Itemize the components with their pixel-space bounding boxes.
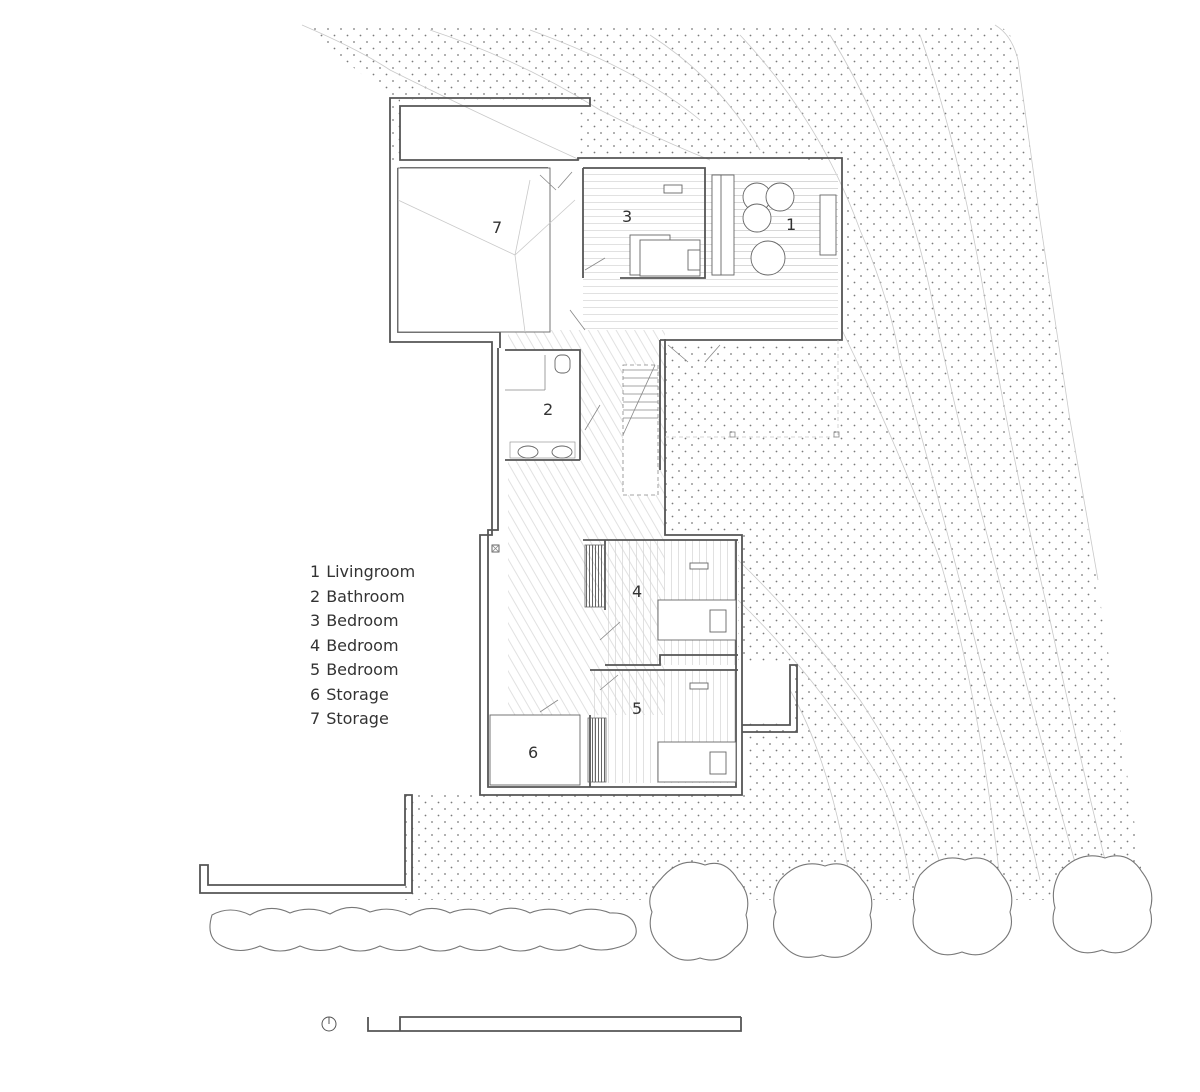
legend-number: 6 <box>310 684 321 704</box>
legend-label: Bedroom <box>326 611 399 630</box>
legend-number: 3 <box>310 611 321 630</box>
scale-bar-icon <box>367 1016 742 1032</box>
room-label-1: 1 <box>786 215 796 234</box>
room-label-4: 4 <box>632 582 642 601</box>
legend-item: 3 Bedroom <box>310 609 415 634</box>
garden-terrain <box>301 24 1145 900</box>
legend-item: 5 Bedroom <box>310 658 415 683</box>
boundary-wall <box>199 794 413 894</box>
legend-item: 1 Livingroom <box>310 560 415 585</box>
legend-number: 2 <box>310 586 321 606</box>
hedge-icon <box>209 906 637 952</box>
room-label-5: 5 <box>632 699 642 718</box>
legend-item: 7 Storage <box>310 707 415 732</box>
staircase <box>622 364 659 496</box>
legend-label: Bathroom <box>326 586 405 606</box>
north-arrow-icon <box>321 1016 337 1032</box>
building: 7 3 1 2 <box>389 97 843 796</box>
room-label-2: 2 <box>543 400 553 419</box>
legend-label: Storage <box>326 684 389 704</box>
legend-label: Storage <box>326 709 389 728</box>
legend-number: 4 <box>310 635 321 655</box>
tree-icon <box>649 855 1153 961</box>
legend-number: 5 <box>310 660 321 679</box>
legend-label: Bedroom <box>326 635 399 655</box>
room-label-6: 6 <box>528 743 538 762</box>
legend-number: 7 <box>310 709 321 728</box>
room-label-7: 7 <box>492 218 502 237</box>
room-label-3: 3 <box>622 207 632 226</box>
legend-number: 1 <box>310 562 321 581</box>
legend-label: Livingroom <box>326 562 416 581</box>
legend-label: Bedroom <box>326 660 399 679</box>
